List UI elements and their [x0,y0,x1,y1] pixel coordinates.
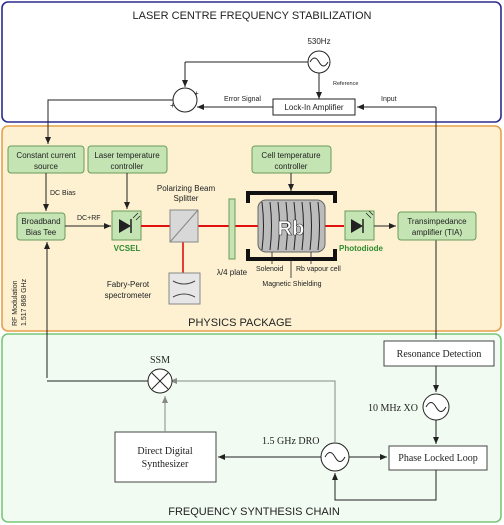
fp-label-1: Fabry-Perot [107,280,150,289]
resonance-detection-label: Resonance Detection [397,349,482,360]
ssm-mixer-icon [147,368,173,394]
rf-modulation-label: RF Modulation [12,280,19,326]
reference-label: Reference [333,81,358,87]
plus-top: + [194,89,199,98]
solenoid-label: Solenoid [256,266,283,273]
qwp-label: λ/4 plate [217,268,248,277]
xo-oscillator-icon [422,393,450,421]
dc-bias-label: DC Bias [50,190,76,197]
rf-frequency-label: 1.517 868 GHz [21,278,28,326]
dds-label-2: Synthesizer [142,459,189,470]
oscillator-frequency-label: 530Hz [307,37,330,46]
lock-in-amplifier-label: Lock-In Amplifier [284,103,343,112]
error-signal-label: Error Signal [224,96,261,103]
ssm-label: SSM [150,355,170,366]
vcsel-label: VCSEL [114,244,141,253]
plus-left: + [170,101,175,110]
transimpedance-amplifier-box [397,211,477,241]
direct-digital-synthesizer-box [114,431,217,483]
section-title-synthesis: FREQUENCY SYNTHESIS CHAIN [168,506,340,518]
ctc-label-2: controller [275,162,308,171]
reference-oscillator-530hz [307,50,331,74]
photodiode-label: Photodiode [339,244,384,253]
dro-oscillator-icon [320,442,350,472]
bbt-label-2: Bias Tee [26,228,57,237]
section-title-physics: PHYSICS PACKAGE [188,317,292,329]
tia-label-1: Transimpedance [407,217,467,226]
magnetic-shielding-label: Magnetic Shielding [262,281,321,288]
dc-rf-label: DC+RF [77,215,101,222]
pll-label: Phase Locked Loop [398,453,477,464]
resonance-detection-box [383,340,495,367]
photodiode-icon [344,210,375,241]
fp-label-2: spectrometer [105,291,152,300]
rb-label: Rb [278,218,305,240]
ccs-label-1: Constant current [16,151,76,160]
ctc-label-1: Cell temperature [261,151,321,160]
input-label: Input [381,96,397,103]
ccs-label-2: source [34,162,59,171]
dds-label-1: Direct Digital [137,446,192,457]
phase-locked-loop-box [388,445,488,471]
ltc-label-1: Laser temperature [94,151,160,160]
pbs-label-1: Polarizing Beam [157,184,216,193]
fabry-perot-spectrometer-icon [168,272,201,305]
ltc-label-2: controller [111,162,144,171]
vcsel-icon [111,210,142,241]
magnetic-shielding-icon [246,191,337,261]
rb-cell-label: Rb vapour cell [296,266,341,273]
section-title-stabilization: LASER CENTRE FREQUENCY STABILIZATION [133,10,372,22]
tia-label-2: amplifier (TIA) [412,228,463,237]
polarizing-beam-splitter-icon [169,209,199,243]
pbs-label-2: Splitter [174,194,199,203]
bbt-label-1: Broadband [21,217,60,226]
quarter-wave-plate [228,198,236,260]
rb-vapour-cell-icon [257,199,326,253]
dro-label: 1.5 GHz DRO [262,436,320,447]
xo-label: 10 MHz XO [368,403,418,414]
